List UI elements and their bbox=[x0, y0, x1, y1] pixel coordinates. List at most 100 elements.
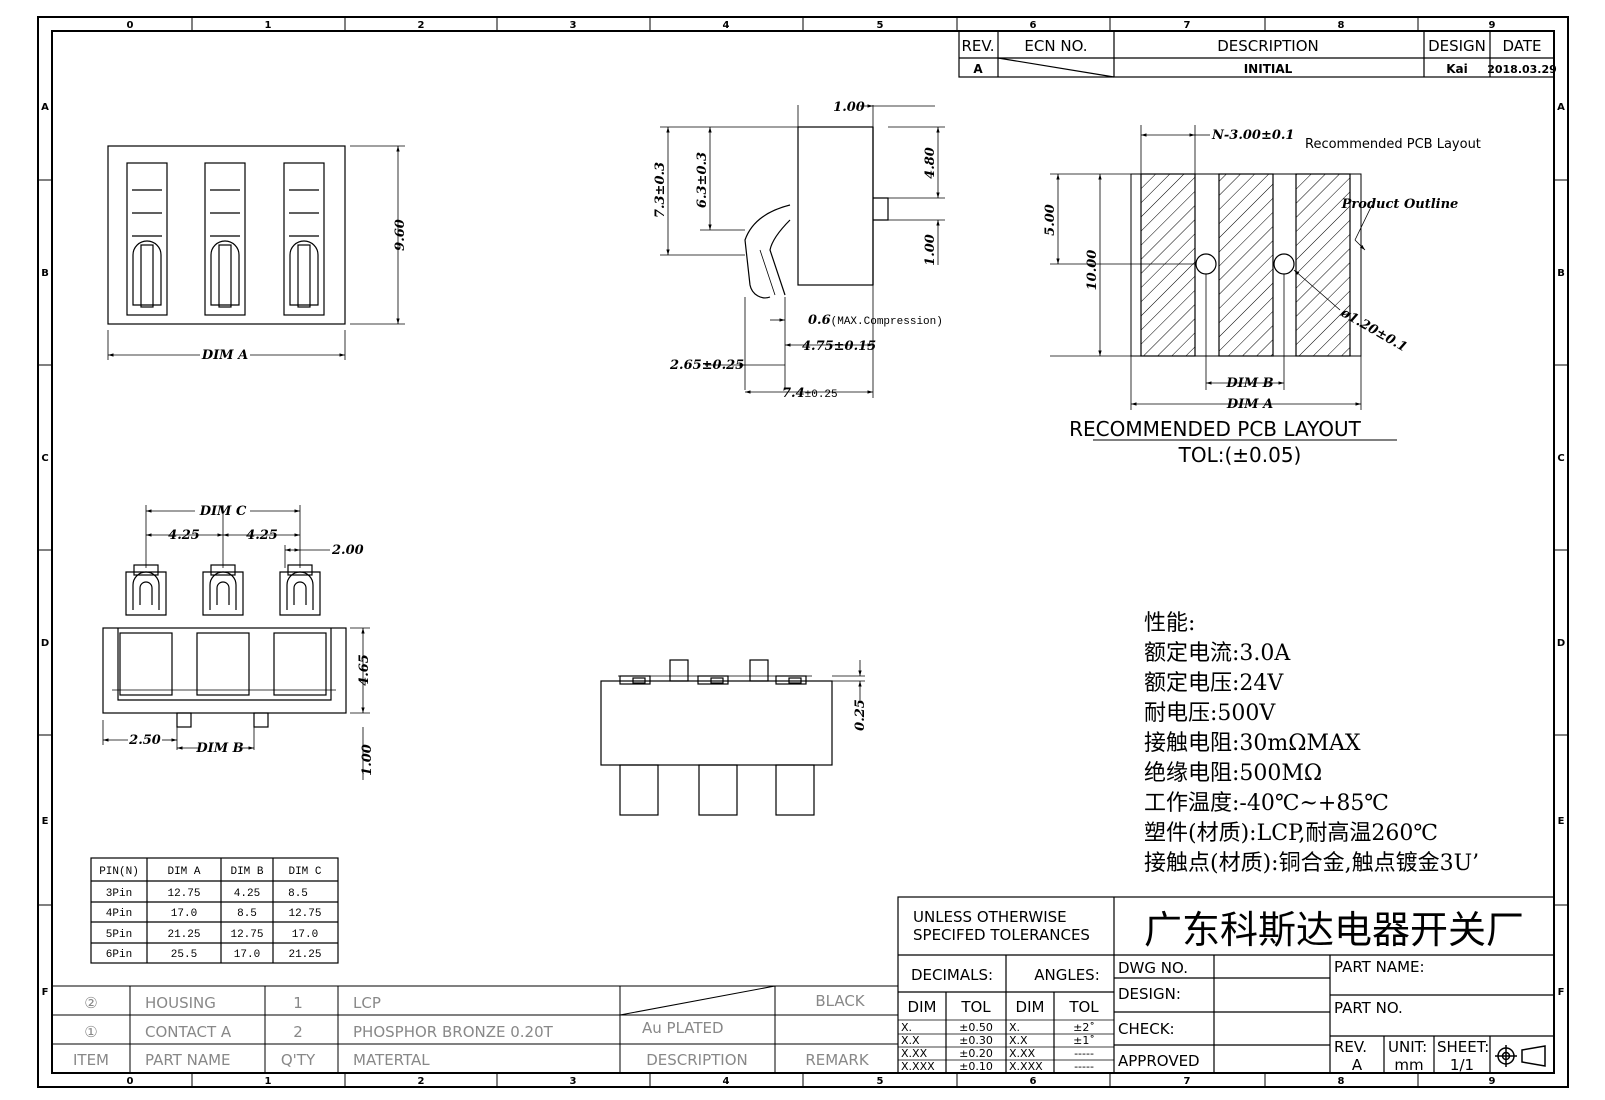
pin-header: PIN(N) bbox=[99, 866, 139, 878]
rev-label: REV. bbox=[1334, 1038, 1367, 1056]
row-label: A bbox=[1557, 102, 1565, 113]
compression-dim: 0.6(MAX.Compression) bbox=[808, 313, 943, 328]
bom-material: PHOSPHOR BRONZE 0.20T bbox=[353, 1023, 554, 1041]
unit-value: mm bbox=[1394, 1056, 1423, 1074]
row-label: F bbox=[42, 987, 49, 998]
dwg-no-label: DWG NO. bbox=[1118, 959, 1188, 977]
col-label: 8 bbox=[1338, 20, 1345, 31]
row-label: C bbox=[41, 453, 48, 464]
height-dim: 9.60 bbox=[393, 219, 408, 251]
ang-tol: ----- bbox=[1074, 1047, 1094, 1060]
col-label: 9 bbox=[1489, 20, 1496, 31]
front-left-offset: 2.50 bbox=[128, 733, 161, 748]
revision-block: REV. ECN NO. DESCRIPTION DESIGN DATE A I… bbox=[958, 30, 1557, 78]
dec-dim-header: DIM bbox=[908, 998, 937, 1016]
col-label: 6 bbox=[1030, 20, 1037, 31]
rev-value: A bbox=[973, 62, 983, 76]
sheet-value: 1/1 bbox=[1450, 1056, 1474, 1074]
front-pitch-1: 4.25 bbox=[168, 528, 200, 543]
company-name: 广东科斯达电器开关厂 bbox=[1144, 908, 1524, 952]
col-label: 4 bbox=[723, 1076, 730, 1087]
col-label: 5 bbox=[877, 20, 884, 31]
row-label: D bbox=[1557, 638, 1565, 649]
bom-item: ② bbox=[84, 994, 97, 1012]
bottom-view bbox=[600, 659, 865, 816]
bom-part: HOUSING bbox=[145, 994, 216, 1012]
bom-header-part: PART NAME bbox=[145, 1051, 231, 1069]
ang-tol: ----- bbox=[1074, 1060, 1094, 1073]
dec-dim: X. bbox=[901, 1021, 912, 1034]
angles-label: ANGLES: bbox=[1034, 966, 1100, 984]
check-label: CHECK: bbox=[1118, 1020, 1175, 1038]
pin-cell: 8.5 bbox=[288, 888, 308, 900]
bom-description: Au PLATED bbox=[642, 1019, 724, 1037]
drawing-frame bbox=[37, 16, 1569, 1088]
contact-offset-dim: 2.65±0.25 bbox=[669, 358, 744, 373]
pad-length-dim: 10.00 bbox=[1085, 250, 1100, 291]
pin-cell: 5Pin bbox=[106, 929, 132, 941]
spec-line: 额定电压:24V bbox=[1144, 671, 1284, 696]
ecn-header: ECN NO. bbox=[1024, 37, 1087, 55]
rev-header: REV. bbox=[962, 37, 995, 55]
pin-cell: 12.75 bbox=[288, 908, 321, 920]
tab-width-dim: 1.00 bbox=[923, 234, 938, 266]
spec-line: 接触点(材质):铜合金,触点镀金3U’ bbox=[1144, 851, 1479, 876]
part-no-label: PART NO. bbox=[1334, 999, 1403, 1017]
bom-header-remark: REMARK bbox=[805, 1051, 870, 1069]
row-label: B bbox=[1557, 268, 1565, 279]
bom-qty: 2 bbox=[293, 1023, 303, 1041]
compression-value: 0.6 bbox=[808, 313, 831, 328]
bom-qty: 1 bbox=[293, 994, 303, 1012]
design-header: DESIGN bbox=[1428, 37, 1486, 55]
bom-header-qty: Q'TY bbox=[281, 1051, 316, 1069]
col-label: 4 bbox=[723, 20, 730, 31]
ang-dim-header: DIM bbox=[1016, 998, 1045, 1016]
spec-line: 性能: bbox=[1144, 611, 1195, 636]
spec-line: 接触电阻:30mΩMAX bbox=[1144, 731, 1361, 756]
pin-cell: 12.75 bbox=[230, 929, 263, 941]
body-depth-dim: 4.75±0.15 bbox=[802, 339, 876, 354]
col-label: 7 bbox=[1184, 20, 1191, 31]
dec-dim: X.X bbox=[901, 1034, 920, 1047]
ang-dim: X.XX bbox=[1009, 1047, 1036, 1060]
bill-of-materials: ② HOUSING 1 LCP BLACK ① CONTACT A 2 PHOS… bbox=[52, 985, 898, 1073]
part-name-label: PART NAME: bbox=[1334, 958, 1425, 976]
hole-row-dim: 5.00 bbox=[1043, 204, 1058, 236]
projection-symbol-icon bbox=[1495, 1045, 1546, 1067]
pin-cell: 21.25 bbox=[167, 929, 200, 941]
spec-line: 塑件(材质):LCP,耐高温260℃ bbox=[1144, 821, 1438, 846]
dec-tol: ±0.50 bbox=[959, 1021, 993, 1034]
approved-label: APPROVED bbox=[1118, 1052, 1200, 1070]
row-label: E bbox=[42, 816, 49, 827]
row-label: A bbox=[41, 102, 49, 113]
col-label: 0 bbox=[127, 1076, 134, 1087]
front-height: 4.65 bbox=[357, 654, 372, 686]
overall-height-dim: 7.3±0.3 bbox=[653, 162, 668, 218]
col-label: 2 bbox=[418, 20, 425, 31]
pin-cell: 17.0 bbox=[171, 908, 197, 920]
pin-header: DIM C bbox=[288, 866, 321, 878]
date-header: DATE bbox=[1502, 37, 1541, 55]
front-pitch-2: 4.25 bbox=[246, 528, 278, 543]
pin-cell: 21.25 bbox=[288, 949, 321, 961]
frame-zone-labels: 0 1 2 3 4 5 6 7 8 9 0 1 2 3 4 5 6 7 8 9 … bbox=[41, 20, 1565, 1087]
bom-header-item: ITEM bbox=[73, 1051, 109, 1069]
row-label: F bbox=[1558, 987, 1565, 998]
overall-depth-dim: 7.4±0.25 bbox=[782, 386, 838, 401]
contact-height-dim: 6.3±0.3 bbox=[695, 152, 710, 208]
tab-height-dim: 4.80 bbox=[923, 147, 938, 179]
decimals-label: DECIMALS: bbox=[911, 966, 993, 984]
spec-line: 耐电压:500V bbox=[1144, 701, 1276, 726]
pcb-layout-title: RECOMMENDED PCB LAYOUT bbox=[1069, 417, 1361, 441]
col-label: 0 bbox=[127, 20, 134, 31]
col-label: 8 bbox=[1338, 1076, 1345, 1087]
ang-tol: ±1˚ bbox=[1073, 1034, 1095, 1047]
description-header: DESCRIPTION bbox=[1217, 37, 1319, 55]
row-label: E bbox=[1558, 816, 1565, 827]
dec-dim: X.XXX bbox=[901, 1060, 935, 1073]
title-block: UNLESS OTHERWISE SPECIFED TOLERANCES DEC… bbox=[897, 896, 1555, 1074]
pin-cell: 6Pin bbox=[106, 949, 132, 961]
dim-a-label: DIM A bbox=[201, 348, 248, 363]
spec-line: 额定电流:3.0A bbox=[1144, 641, 1291, 666]
